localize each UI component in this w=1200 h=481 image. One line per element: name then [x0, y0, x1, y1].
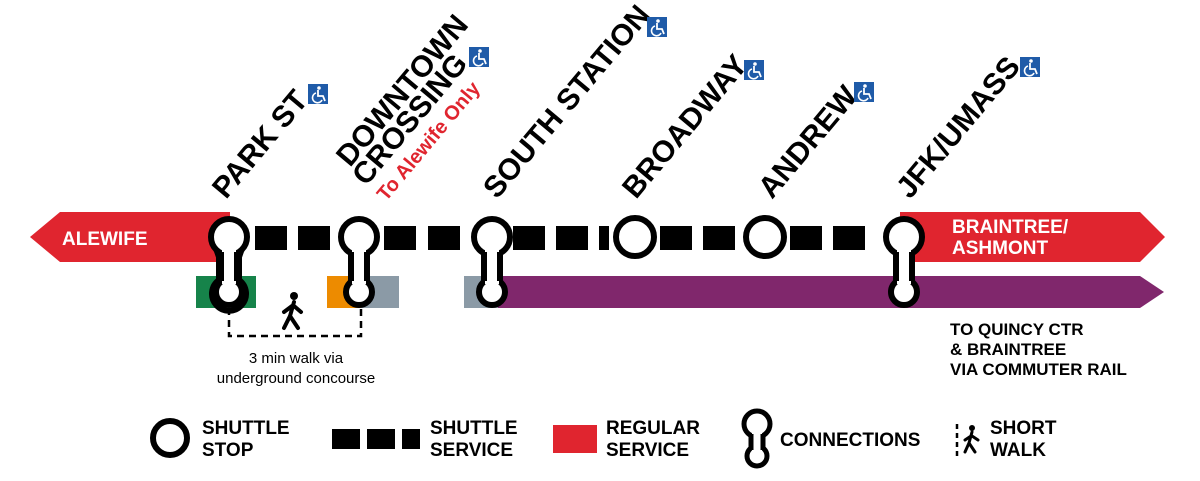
legend-short-walk-line2: WALK: [990, 440, 1046, 461]
wheelchair-icon: [1019, 56, 1041, 78]
legend-connections-icon: [741, 408, 773, 469]
station-label-andrew: ANDREW: [752, 79, 864, 204]
legend-short-walk-icon: [955, 424, 980, 458]
alewife-arrow: [30, 212, 230, 262]
legend-shuttle-stop-line1: SHUTTLE: [202, 418, 290, 439]
andrew-stop: [743, 215, 787, 259]
broadway-stop: [613, 215, 657, 259]
alewife-label: ALEWIFE: [62, 229, 148, 250]
braintree-label-line2: ASHMONT: [952, 238, 1048, 259]
station-label-jfk-umass: JFK/UMASS: [890, 50, 1027, 204]
wheelchair-icon: [646, 16, 668, 38]
legend-connections-label: CONNECTIONS: [780, 430, 920, 451]
south-station-stop: [471, 216, 513, 308]
legend-shuttle-service-line2: SERVICE: [430, 440, 513, 461]
legend-regular-service-swatch: [553, 425, 597, 453]
legend-shuttle-service-icon: [332, 429, 420, 449]
legend-shuttle-service-line1: SHUTTLE: [430, 418, 518, 439]
commuter-rail-note-line1: TO QUINCY CTR: [950, 320, 1084, 339]
wheelchair-icon: [468, 46, 490, 68]
wheelchair-icon: [853, 81, 875, 103]
braintree-ashmont-arrow: [900, 212, 1165, 262]
braintree-label-line1: BRAINTREE/: [952, 217, 1069, 238]
shuttle-service-dashes: [255, 226, 865, 250]
jfk-umass-stop: [883, 216, 925, 308]
legend-regular-service-line2: SERVICE: [606, 440, 689, 461]
legend-regular-service-line1: REGULAR: [606, 418, 700, 439]
pedestrian-icon: [282, 292, 303, 330]
park-st-stop: [208, 216, 250, 314]
legend-short-walk-line1: SHORT: [990, 418, 1057, 439]
legend-shuttle-stop-icon: [150, 418, 190, 458]
legend-shuttle-stop-line2: STOP: [202, 440, 254, 461]
walk-note-line2: underground concourse: [217, 370, 375, 387]
station-label-park-st: PARK ST: [206, 84, 314, 204]
walk-connector-dashed: [227, 308, 363, 338]
commuter-rail-note-line3: VIA COMMUTER RAIL: [950, 360, 1127, 379]
station-label-broadway: BROADWAY: [616, 49, 754, 205]
commuter-rail-arrow: [495, 276, 1164, 308]
walk-note-line1: 3 min walk via: [249, 350, 344, 367]
wheelchair-icon: [743, 59, 765, 81]
downtown-crossing-stop: [338, 216, 380, 308]
wheelchair-icon: [307, 83, 329, 105]
commuter-rail-note-line2: & BRAINTREE: [950, 340, 1066, 359]
